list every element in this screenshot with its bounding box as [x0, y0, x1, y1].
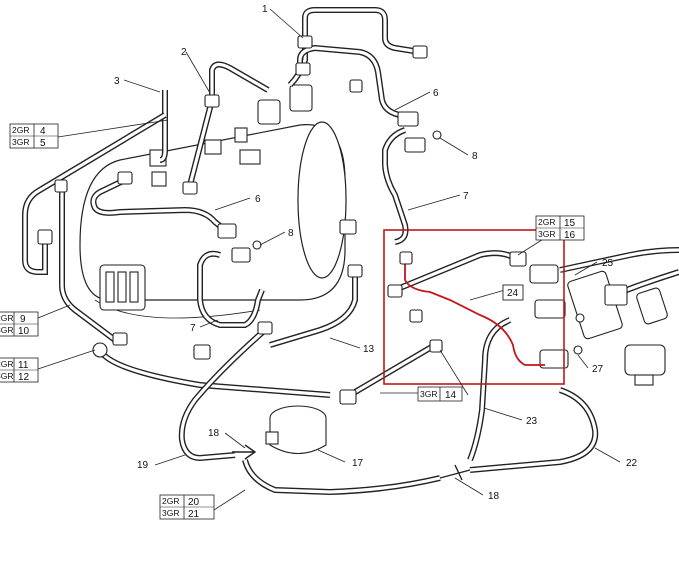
svg-text:2GR: 2GR: [0, 359, 13, 369]
nuts-and-fittings: [37, 35, 583, 405]
callout-22: 22: [626, 458, 638, 469]
callout-3: 3: [114, 76, 120, 87]
svg-text:5: 5: [40, 138, 46, 149]
svg-text:10: 10: [18, 326, 30, 337]
flowmeter-clamp: [265, 405, 327, 455]
callout-6-upper: 6: [433, 88, 439, 99]
callout-18-right: 18: [488, 491, 500, 502]
pipework: [22, 7, 679, 496]
callout-23: 23: [526, 416, 538, 427]
svg-text:4: 4: [40, 126, 46, 137]
callout-18-left: 18: [208, 428, 220, 439]
group-box-4-5: 2GR 4 3GR 5: [9, 123, 59, 149]
svg-text:21: 21: [188, 509, 200, 520]
callout-7-lower: 7: [190, 323, 196, 334]
callout-19: 19: [137, 460, 149, 471]
svg-text:2GR: 2GR: [538, 217, 555, 227]
callout-6-lower: 6: [255, 194, 261, 205]
highlighted-pipe: [404, 258, 545, 366]
svg-text:2GR: 2GR: [0, 313, 13, 323]
svg-text:3GR: 3GR: [12, 137, 29, 147]
svg-text:2GR: 2GR: [162, 496, 179, 506]
callout-25: 25: [602, 258, 614, 269]
y-connectors: [232, 444, 471, 481]
callout-7-right: 7: [463, 191, 469, 202]
svg-text:24: 24: [507, 288, 519, 299]
svg-text:12: 12: [18, 372, 30, 383]
svg-text:3GR: 3GR: [538, 229, 555, 239]
group-box-15-16: 2GR 15 3GR 16: [535, 215, 585, 241]
callout-8-upper: 8: [472, 151, 478, 162]
callout-17: 17: [352, 458, 364, 469]
svg-text:2GR: 2GR: [12, 125, 29, 135]
callout-1: 1: [262, 4, 268, 15]
svg-text:15: 15: [564, 218, 576, 229]
callout-8-lower: 8: [288, 228, 294, 239]
svg-text:3GR: 3GR: [420, 389, 437, 399]
callout-labels: 1 2 3 6 6 7 7 8 8 13 17 18 18 19 22 23 2…: [114, 4, 638, 502]
leader-lines: [37, 8, 621, 511]
tank-fittings: [149, 84, 313, 187]
callout-13: 13: [363, 344, 375, 355]
callout-2: 2: [181, 47, 187, 58]
svg-text:11: 11: [18, 360, 29, 371]
group-box-9-10: 2GR 9 3GR 10: [0, 311, 39, 337]
group-box-14: 3GR 14: [380, 386, 463, 402]
svg-text:3GR: 3GR: [0, 371, 13, 381]
highlight-label-24: 24: [502, 284, 524, 301]
solenoid-valve-assembly: [529, 264, 668, 386]
highlight-box: [383, 229, 565, 385]
callout-27: 27: [592, 364, 604, 375]
highlight-group: [383, 229, 565, 385]
svg-text:14: 14: [445, 390, 457, 401]
svg-text:3GR: 3GR: [0, 325, 13, 335]
svg-text:3GR: 3GR: [162, 508, 179, 518]
svg-text:16: 16: [564, 230, 576, 241]
heating-element-flange: [99, 264, 146, 311]
group-box-11-12: 2GR 11 3GR 12: [0, 357, 39, 383]
group-box-20-21: 2GR 20 3GR 21: [159, 494, 215, 520]
svg-text:9: 9: [20, 314, 26, 325]
boiler-tank: [79, 84, 347, 319]
svg-text:20: 20: [188, 497, 200, 508]
